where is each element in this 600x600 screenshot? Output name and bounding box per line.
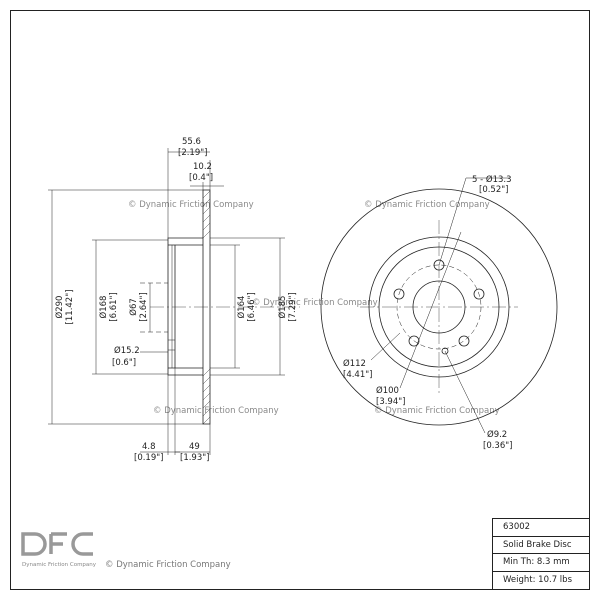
dim-hat-thickness: 10.2 (193, 162, 212, 172)
min-thickness: Min Th: 8.3 mm (493, 554, 589, 572)
dim-outer-diameter: Ø290 (54, 296, 65, 319)
dim-bolt-holes-in: [0.52"] (479, 185, 508, 195)
dim-hat-thickness-in: [0.4"] (189, 173, 213, 183)
dim-small-hole: Ø9.2 (487, 429, 507, 440)
bolt-hole (458, 335, 470, 347)
side-view: Ø290 [11.42"] Ø168 [6.61"] Ø67 [2.64"] Ø… (48, 137, 300, 463)
dim-inner-diameter-in: [6.46"] (247, 292, 257, 321)
watermark-top-left: © Dynamic Friction Company (128, 200, 254, 210)
dim-pilot: Ø100 (376, 385, 399, 396)
dim-pilot-in: [3.94"] (376, 397, 405, 407)
dim-hat-diameter-in: [6.61"] (109, 292, 119, 321)
dim-hat-height-in: [1.93"] (180, 453, 209, 463)
bolt-hole (393, 288, 405, 300)
copyright-notice: © Dynamic Friction Company (105, 560, 231, 570)
part-number: 63002 (493, 519, 589, 537)
watermark-bottom-left: © Dynamic Friction Company (153, 406, 279, 416)
spec-table: 63002 Solid Brake Disc Min Th: 8.3 mm We… (492, 518, 589, 589)
front-view: 5 - Ø13.3 [0.52"] Ø112 [4.41"] Ø100 [3.9… (320, 174, 558, 451)
dim-total-width: 55.6 (182, 137, 201, 147)
dim-center-bore-in: [2.64"] (139, 292, 149, 321)
dim-total-width-in: [2.19"] (178, 148, 207, 158)
rotor-outer-circle (320, 188, 558, 426)
dim-hat-diameter: Ø168 (98, 296, 109, 319)
dfc-logo (21, 532, 93, 556)
watermark-top-right: © Dynamic Friction Company (364, 200, 490, 210)
bolt-hole (408, 335, 420, 347)
dim-friction-inner-in: [7.29"] (288, 292, 298, 321)
friction-plate-hatch (202, 190, 211, 425)
dim-inner-diameter: Ø164 (236, 296, 247, 319)
logo-company-name: Dynamic Friction Company (22, 562, 97, 568)
watermark-middle: © Dynamic Friction Company (252, 298, 378, 308)
watermark-bottom-right: © Dynamic Friction Company (374, 406, 500, 416)
dim-small-hole-in: [0.36"] (483, 441, 512, 451)
dim-outer-diameter-in: [11.42"] (65, 290, 75, 325)
dim-bolt-circle-in: [4.41"] (343, 370, 372, 380)
dim-bolt-circle: Ø112 (343, 358, 366, 369)
hat-outline (167, 237, 203, 376)
dim-offset-in: [0.6"] (112, 358, 136, 368)
drawing-frame (10, 10, 590, 590)
dim-friction-inner: Ø185 (277, 296, 288, 319)
dim-rotor-thickness-in: [0.19"] (134, 453, 163, 463)
dim-offset: Ø15.2 (114, 345, 140, 356)
dim-rotor-thickness: 4.8 (142, 442, 156, 452)
dim-center-bore: Ø67 (128, 298, 139, 316)
locating-hole (441, 347, 449, 355)
dim-hat-height: 49 (189, 442, 200, 452)
bolt-hole (473, 288, 485, 300)
weight: Weight: 10.7 lbs (503, 574, 572, 585)
product-type: Solid Brake Disc (493, 537, 589, 554)
dim-bolt-holes: 5 - Ø13.3 (472, 174, 512, 185)
